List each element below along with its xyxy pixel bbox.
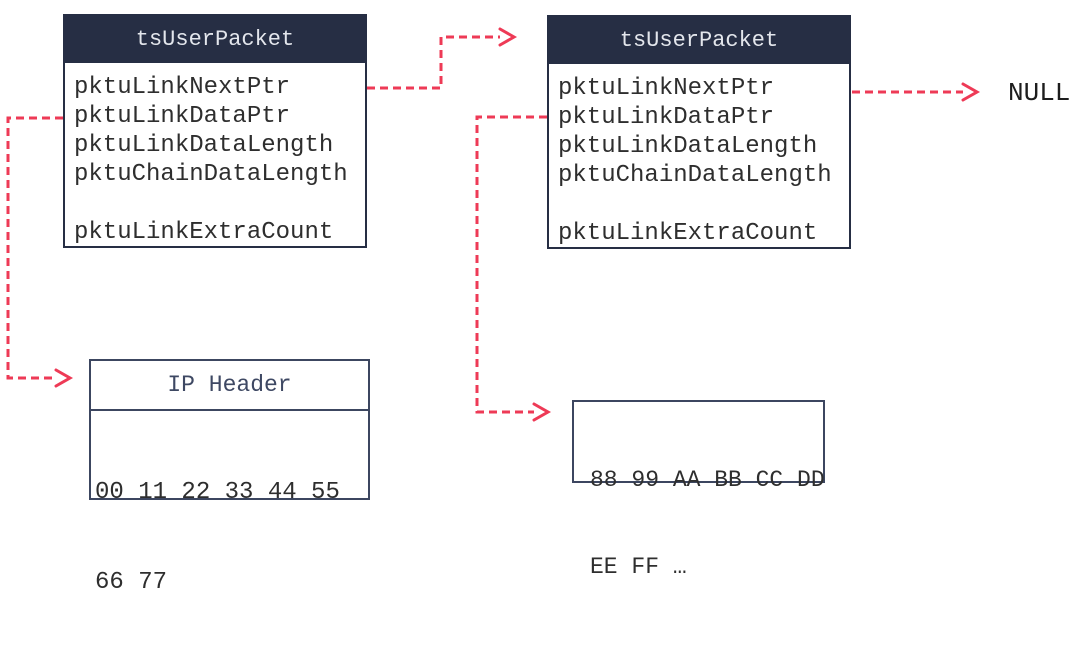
- data-buffer-box: 88 99 AA BB CC DD EE FF …: [572, 400, 825, 580]
- packet1-title: tsUserPacket: [65, 16, 365, 63]
- arrowhead-icon: [961, 82, 981, 102]
- arrow-packet1-dataptr-to-ip-header: [6, 116, 63, 380]
- field-pktu-link-data-ptr: pktuLinkDataPtr: [558, 104, 775, 131]
- field-spacer: [558, 190, 849, 219]
- field-pktu-link-data-ptr: pktuLinkDataPtr: [74, 103, 291, 130]
- field-spacer: [74, 189, 365, 218]
- field-pktu-link-extra-count: pktuLinkExtraCount: [558, 220, 818, 247]
- field-pktu-link-data-length: pktuLinkDataLength: [558, 133, 818, 160]
- hex-line: EE FF …: [590, 554, 687, 580]
- ip-header-box: IP Header 00 11 22 33 44 55 66 77: [89, 359, 370, 596]
- arrowhead-icon: [532, 402, 552, 422]
- hex-line: 88 99 AA BB CC DD: [590, 467, 825, 493]
- linked-packet-diagram: { "diagram": { "colors": { "accent": "#e…: [6, 14, 1071, 596]
- ip-header-title: IP Header: [91, 361, 368, 411]
- hex-line: 00 11 22 33 44 55: [95, 479, 340, 506]
- packet1-fields: pktuLinkNextPtr pktuLinkDataPtr pktuLink…: [65, 63, 365, 247]
- pointer-arrows-layer: [6, 27, 981, 422]
- field-pktu-link-next-ptr: pktuLinkNextPtr: [74, 74, 291, 101]
- arrowhead-icon: [498, 27, 518, 47]
- hex-line: 66 77: [95, 569, 168, 596]
- field-pktu-link-data-length: pktuLinkDataLength: [74, 132, 334, 159]
- arrow-packet2-dataptr-to-data-buffer: [475, 115, 547, 414]
- field-pktu-chain-data-length: pktuChainDataLength: [74, 161, 348, 188]
- packet2-fields: pktuLinkNextPtr pktuLinkDataPtr pktuLink…: [549, 64, 849, 248]
- packet-box-1: tsUserPacket pktuLinkNextPtr pktuLinkDat…: [63, 14, 367, 248]
- packet2-title: tsUserPacket: [549, 17, 849, 64]
- arrowhead-icon: [54, 368, 74, 388]
- null-terminator-label: NULL: [1008, 78, 1071, 108]
- arrow-packet1-nextptr-to-packet2: [367, 35, 500, 90]
- field-pktu-chain-data-length: pktuChainDataLength: [558, 162, 832, 189]
- field-pktu-link-extra-count: pktuLinkExtraCount: [74, 219, 334, 246]
- field-pktu-link-next-ptr: pktuLinkNextPtr: [558, 75, 775, 102]
- packet-box-2: tsUserPacket pktuLinkNextPtr pktuLinkDat…: [547, 15, 851, 249]
- ip-header-bytes: 00 11 22 33 44 55 66 77: [91, 411, 368, 658]
